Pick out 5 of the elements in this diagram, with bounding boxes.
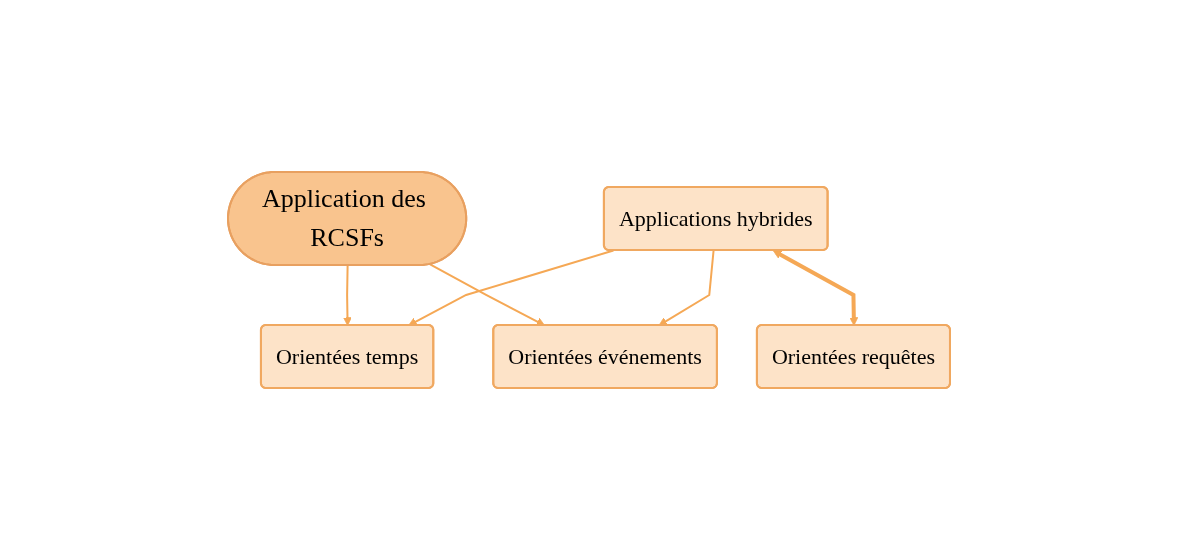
arrow: [772, 249, 858, 326]
arrow: [342, 264, 352, 326]
arrow: [407, 249, 614, 326]
arrow: [428, 262, 545, 326]
arrow: [658, 249, 715, 326]
